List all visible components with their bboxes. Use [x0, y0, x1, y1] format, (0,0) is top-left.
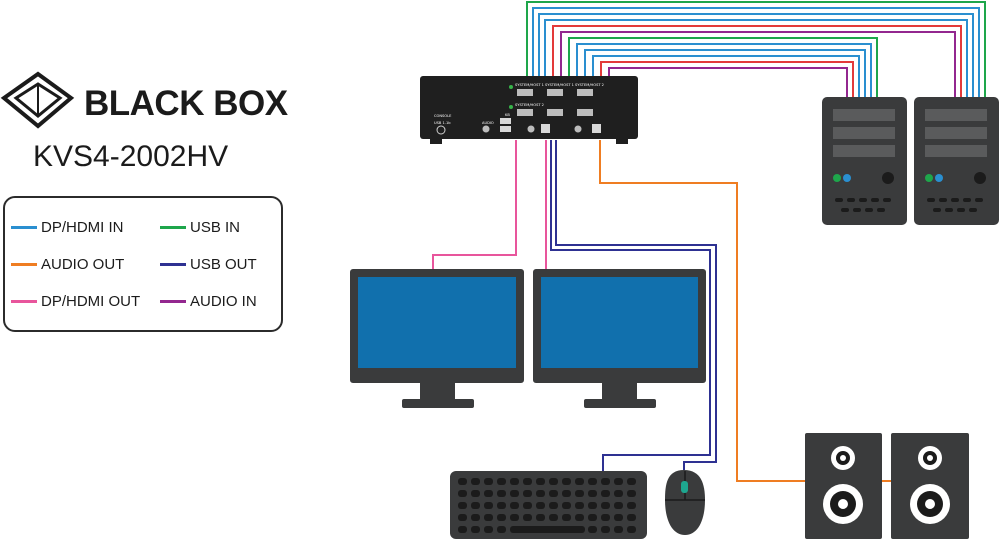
legend-item-audio-in: AUDIO IN	[160, 292, 257, 310]
power-led-icon	[833, 174, 841, 182]
computer-2	[914, 97, 999, 225]
legend-item-dp-hdmi-in: DP/HDMI IN	[11, 218, 124, 236]
legend-label: AUDIO IN	[190, 292, 257, 310]
cable-dp-in-1	[532, 7, 980, 97]
dp-port-4-icon	[517, 109, 533, 116]
monitor-1	[350, 269, 524, 408]
legend-swatch	[160, 299, 186, 303]
cable-usb-out-kb	[550, 140, 711, 471]
audio-in-port-2-icon	[574, 125, 582, 133]
dp-port-1-icon	[517, 89, 533, 96]
monitor-2-screen	[541, 277, 698, 368]
cable-usb-in-2	[568, 37, 878, 97]
cable-audio-in-2b	[608, 67, 848, 97]
cable-audio-in-1b	[560, 31, 956, 97]
usb-port-label: USB 1.1b	[434, 121, 451, 125]
cables	[432, 1, 986, 482]
legend-item-dp-hdmi-out: DP/HDMI OUT	[11, 292, 140, 310]
legend-item-usb-out: USB OUT	[160, 255, 257, 273]
legend-label: DP/HDMI OUT	[41, 292, 141, 310]
legend-swatch	[11, 262, 37, 266]
cable-dp-in-2c	[592, 55, 860, 97]
dp-port-5-icon	[547, 109, 563, 116]
black-box-logo-icon	[0, 71, 75, 129]
host2-label-b: SYSTEM/HOST 2	[515, 103, 544, 107]
dp-port-6-icon	[577, 109, 593, 116]
usb-b-port-icon	[541, 124, 550, 133]
led-1-icon	[509, 85, 513, 89]
power-button-icon	[974, 172, 986, 184]
computer-1	[822, 97, 907, 225]
monitor-1-screen	[358, 277, 516, 368]
cable-usb-in-1	[526, 1, 986, 97]
keyboard	[450, 471, 647, 539]
dp-port-2-icon	[547, 89, 563, 96]
mouse-wheel-icon	[681, 481, 688, 493]
dp-port-3-icon	[577, 89, 593, 96]
legend-label: DP/HDMI IN	[41, 218, 124, 236]
speaker-1	[805, 433, 882, 539]
status-led-icon	[935, 174, 943, 182]
cable-dp-in-2	[576, 43, 872, 97]
cable-dp-in-1b	[538, 13, 974, 97]
status-led-icon	[843, 174, 851, 182]
power-led-icon	[925, 174, 933, 182]
cable-usb-out-mouse	[555, 140, 717, 470]
usb-b-port-2-icon	[592, 124, 601, 133]
model-number: KVS4-2002HV	[33, 140, 229, 173]
host1-label-a: SYSTEM/HOST 1	[515, 83, 544, 87]
usb-port-icon-2	[500, 126, 511, 132]
console-port-label: CONSOLE	[434, 114, 452, 118]
power-button-icon	[882, 172, 894, 184]
legend-item-audio-out: AUDIO OUT	[11, 255, 124, 273]
legend-swatch	[11, 299, 37, 303]
cable-audio-in-1	[552, 25, 962, 97]
cable-legend: DP/HDMI IN USB IN AUDIO OUT USB OUT DP/H…	[3, 196, 283, 332]
mouse	[665, 470, 705, 535]
cable-dp-in-2b	[584, 49, 866, 97]
console-port-icon	[436, 125, 446, 135]
audio-out-label: AUDIO	[482, 121, 494, 125]
legend-label: AUDIO OUT	[41, 255, 125, 273]
cable-audio-in-2	[600, 61, 854, 97]
legend-item-usb-in: USB IN	[160, 218, 240, 236]
legend-label: USB OUT	[190, 255, 257, 273]
speaker-2	[891, 433, 969, 539]
legend-swatch	[160, 262, 186, 266]
cable-audio-out	[599, 140, 805, 482]
cable-dp-in-1c	[544, 19, 968, 97]
host1-label-b: SYSTEM/HOST 1	[545, 83, 574, 87]
host2-label-a: SYSTEM/HOST 2	[575, 83, 604, 87]
usb-port-icon	[500, 118, 511, 124]
led-2-icon	[509, 105, 513, 109]
monitor-2	[533, 269, 706, 408]
kb-port-label: KB	[505, 113, 510, 117]
brand-name: BLACK BOX	[84, 84, 288, 123]
cable-dp-out-1	[432, 140, 517, 270]
audio-out-port-icon	[482, 125, 490, 133]
audio-in-port-icon	[527, 125, 535, 133]
legend-label: USB IN	[190, 218, 241, 236]
kvm-switch: CONSOLE USB 1.1b AUDIO KB SYSTEM/HOST 1 …	[420, 76, 638, 144]
legend-swatch	[160, 225, 186, 229]
legend-swatch	[11, 225, 37, 229]
